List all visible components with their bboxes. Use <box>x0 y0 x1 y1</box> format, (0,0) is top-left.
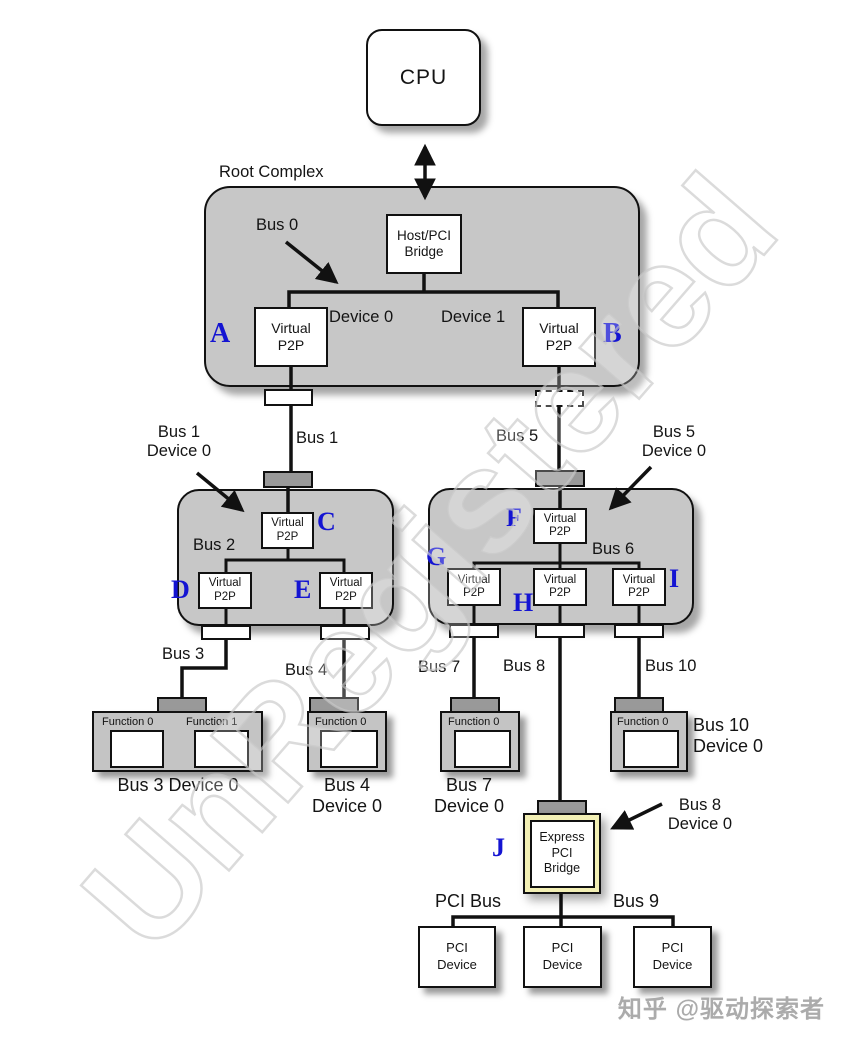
endpoint-bus7-device: Function 0 <box>440 711 520 772</box>
host-pci-bridge-box: Host/PCI Bridge <box>386 214 462 274</box>
virtual-p2p-bridge-c: Virtual P2P <box>261 512 314 549</box>
bus5-device0-callout: Bus 5 Device 0 <box>641 423 707 460</box>
zhihu-credit-watermark: 知乎 @驱动探索者 <box>617 996 825 1023</box>
switch-left-upstream-port <box>263 471 313 488</box>
switch-left-port-e <box>320 625 370 640</box>
bus10-label: Bus 10 <box>645 657 697 675</box>
bridge-letter-g: G <box>426 542 447 571</box>
bridge-letter-b: B <box>603 318 622 349</box>
cpu-box: CPU <box>366 29 481 126</box>
bridge-letter-d: D <box>171 575 190 604</box>
pci-device-2: PCI Device <box>523 926 602 988</box>
bus3-device0-caption: Bus 3 Device 0 <box>117 775 239 795</box>
express-pci-bridge-label: Express PCI Bridge <box>529 819 595 888</box>
bus10-device0-caption: Bus 10 Device 0 <box>693 715 764 756</box>
bus8-label: Bus 8 <box>503 657 546 675</box>
bridge-letter-a: A <box>210 318 231 349</box>
bus3-function1-box <box>194 730 249 768</box>
bridge-letter-i: I <box>669 564 680 593</box>
bus9-label: Bus 9 <box>613 891 660 911</box>
bus7-function0-box <box>454 730 511 768</box>
device0-label: Device 0 <box>329 308 394 326</box>
root-port-a <box>264 389 313 406</box>
bus4-device0-caption: Bus 4 Device 0 <box>311 775 383 816</box>
bus7-device0-caption: Bus 7 Device 0 <box>433 775 505 816</box>
bus4-function0-label: Function 0 <box>315 716 367 728</box>
bridge-letter-h: H <box>513 588 534 617</box>
bus7-function0-label: Function 0 <box>448 716 500 728</box>
device1-label: Device 1 <box>441 308 506 326</box>
cpu-label: CPU <box>399 65 448 89</box>
virtual-p2p-bridge-f: Virtual P2P <box>533 508 587 544</box>
endpoint-bus4-device: Function 0 <box>307 711 387 772</box>
virtual-p2p-bridge-d: Virtual P2P <box>198 572 252 609</box>
endpoint-bus10-device: Function 0 <box>610 711 688 772</box>
bus3-function1-label: Function 1 <box>186 716 238 728</box>
bus5-label: Bus 5 <box>496 427 539 445</box>
bus8-device0-callout: Bus 8 Device 0 <box>667 796 733 833</box>
pci-bus-label: PCI Bus <box>435 891 502 911</box>
bridge-letter-e: E <box>294 575 312 604</box>
bridge-letter-j: J <box>492 833 505 862</box>
bus10-function0-box <box>623 730 679 768</box>
virtual-p2p-bridge-a: Virtual P2P <box>254 307 328 367</box>
bus2-label: Bus 2 <box>193 536 236 554</box>
switch-right-upstream-port <box>535 470 585 487</box>
virtual-p2p-bridge-g: Virtual P2P <box>447 568 501 606</box>
bridge-letter-c: C <box>317 507 336 536</box>
virtual-p2p-bridge-i: Virtual P2P <box>612 568 666 606</box>
pci-device-3: PCI Device <box>633 926 712 988</box>
root-complex-title: Root Complex <box>219 163 324 181</box>
bus1-label: Bus 1 <box>296 429 339 447</box>
switch-right-port-g <box>449 624 499 638</box>
endpoint-bus3-device: Function 0 Function 1 <box>92 711 263 772</box>
switch-right-port-h <box>535 624 585 638</box>
bus0-label: Bus 0 <box>256 216 299 234</box>
bus4-function0-box <box>320 730 378 768</box>
bus6-label: Bus 6 <box>592 540 635 558</box>
virtual-p2p-bridge-b: Virtual P2P <box>522 307 596 367</box>
bridge-letter-f: F <box>506 503 522 532</box>
bus10-function0-label: Function 0 <box>617 716 669 728</box>
virtual-p2p-bridge-e: Virtual P2P <box>319 572 373 609</box>
switch-left-port-d <box>201 625 251 640</box>
express-pci-bridge-box: Express PCI Bridge <box>523 813 601 894</box>
bus4-label: Bus 4 <box>285 661 328 679</box>
bus3-label: Bus 3 <box>162 645 205 663</box>
pci-device-1: PCI Device <box>418 926 496 988</box>
switch-right-port-i <box>614 624 664 638</box>
virtual-p2p-bridge-h: Virtual P2P <box>533 568 587 606</box>
root-port-b <box>535 390 584 407</box>
bus7-label: Bus 7 <box>418 658 461 676</box>
bus1-device0-callout: Bus 1 Device 0 <box>146 423 212 460</box>
bus3-function0-box <box>110 730 164 768</box>
bus3-function0-label: Function 0 <box>102 716 154 728</box>
